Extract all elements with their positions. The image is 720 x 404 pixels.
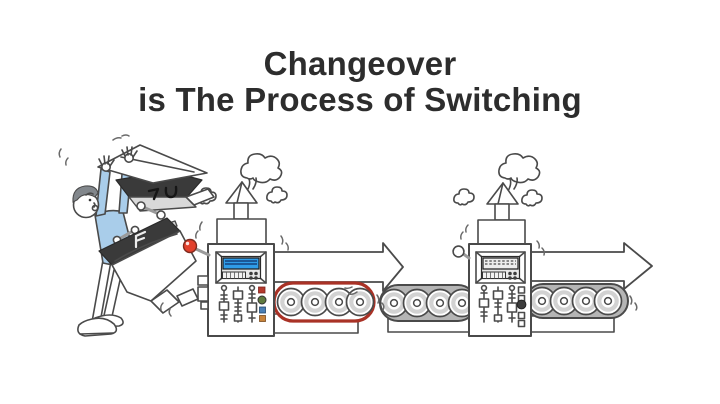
conveyor-middle [380, 284, 476, 322]
chimney-pipe [494, 203, 510, 221]
machine-2-panel [475, 251, 526, 284]
machine-1-panel [215, 251, 267, 284]
machine-2-sliders [478, 284, 518, 323]
machine-1-neck [216, 218, 267, 246]
chimney-pipe [233, 202, 249, 220]
conveyor-right [525, 283, 629, 319]
red-knob-lever [182, 238, 211, 257]
worker-arm [95, 168, 111, 217]
machine-1 [195, 153, 288, 337]
machine-2 [452, 153, 543, 337]
removed-hopper-part [98, 217, 199, 314]
flying-box [97, 144, 215, 212]
part-marking [134, 230, 147, 249]
machine-1-buttons [257, 286, 267, 322]
machine-1-keypad [222, 271, 246, 279]
box-marking [147, 187, 160, 201]
worker-hair [72, 185, 99, 203]
machine-2-neck [477, 219, 526, 247]
machine-1-side-flange [197, 275, 209, 310]
shake-marks [58, 134, 638, 317]
title-line-1: Changeover [263, 45, 457, 82]
page-title: Changeover is The Process of Switching [0, 46, 720, 118]
process-arrow-right [527, 242, 653, 290]
worker-hands [98, 146, 138, 173]
machine-2-lever [452, 245, 471, 260]
title-line-2: is The Process of Switching [138, 81, 582, 118]
machine-2-screen [482, 257, 519, 270]
machine-2-buttons [516, 286, 527, 328]
machine-2-keypad [482, 271, 506, 279]
box-marking [164, 185, 178, 199]
conveyor-left-highlighted [272, 281, 376, 323]
machine-1-sliders [218, 284, 258, 323]
